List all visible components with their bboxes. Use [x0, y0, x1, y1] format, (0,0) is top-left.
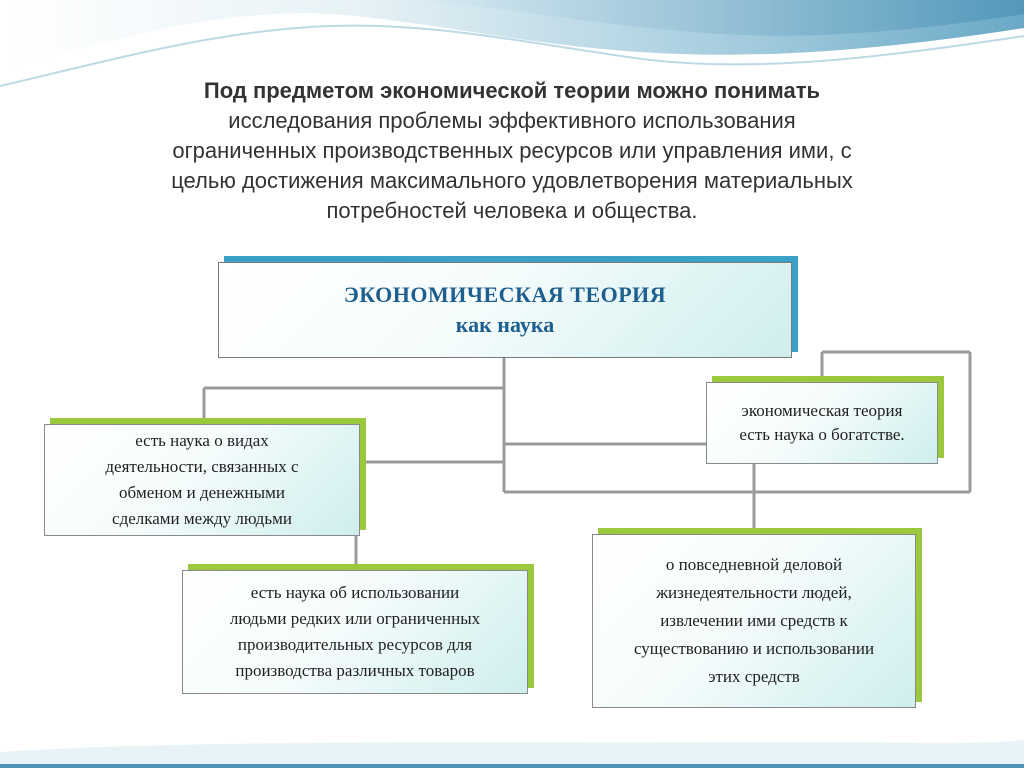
definition-line: производства различных товаров	[235, 661, 475, 680]
heading-line-4: потребностей человека и общества.	[326, 198, 698, 223]
definition-box-wealth: экономическая теория есть наука о богатс…	[706, 382, 938, 464]
definition-line: о повседневной деловой	[665, 555, 843, 574]
definition-line: есть наука о видах	[135, 431, 269, 450]
main-concept-title: ЭКОНОМИЧЕСКАЯ ТЕОРИЯ	[343, 282, 667, 307]
heading-line-1: исследования проблемы эффективного испол…	[228, 108, 796, 133]
main-concept-subtitle: как наука	[455, 312, 555, 337]
definition-line: извлечении ими средств к	[660, 611, 848, 630]
definition-line: сделками между людьми	[112, 509, 292, 528]
definition-line: производительных ресурсов для	[237, 635, 473, 654]
definition-line: существованию и использовании	[633, 639, 875, 658]
heading-line-3: целью достижения максимального удовлетво…	[171, 168, 853, 193]
definition-line: есть наука о богатстве.	[739, 425, 905, 444]
definition-line: обменом и денежными	[119, 483, 285, 502]
definition-box-livelihood: о повседневной деловой жизнедеятельности…	[592, 534, 916, 708]
definition-box-resources: есть наука об использовании людьми редки…	[182, 570, 528, 694]
slide-heading: Под предметом экономической теории можно…	[40, 76, 984, 226]
definition-line: экономическая теория	[741, 401, 903, 420]
definition-line: этих средств	[708, 667, 800, 686]
main-concept-box: ЭКОНОМИЧЕСКАЯ ТЕОРИЯ как наука	[218, 262, 792, 358]
footer-wave	[0, 740, 1024, 768]
definition-line: деятельности, связанных с	[105, 457, 299, 476]
heading-line-2: ограниченных производственных ресурсов и…	[172, 138, 852, 163]
header-wave-dark	[420, 0, 1024, 36]
definition-line: есть наука об использовании	[250, 583, 460, 602]
definition-line: людьми редких или ограниченных	[229, 609, 481, 628]
header-wave-line	[0, 24, 1024, 87]
heading-lead: Под предметом экономической теории можно…	[203, 78, 821, 103]
definition-line: жизнедеятельности людей,	[656, 583, 852, 602]
definition-box-activities: есть наука о видах деятельности, связанн…	[44, 424, 360, 536]
